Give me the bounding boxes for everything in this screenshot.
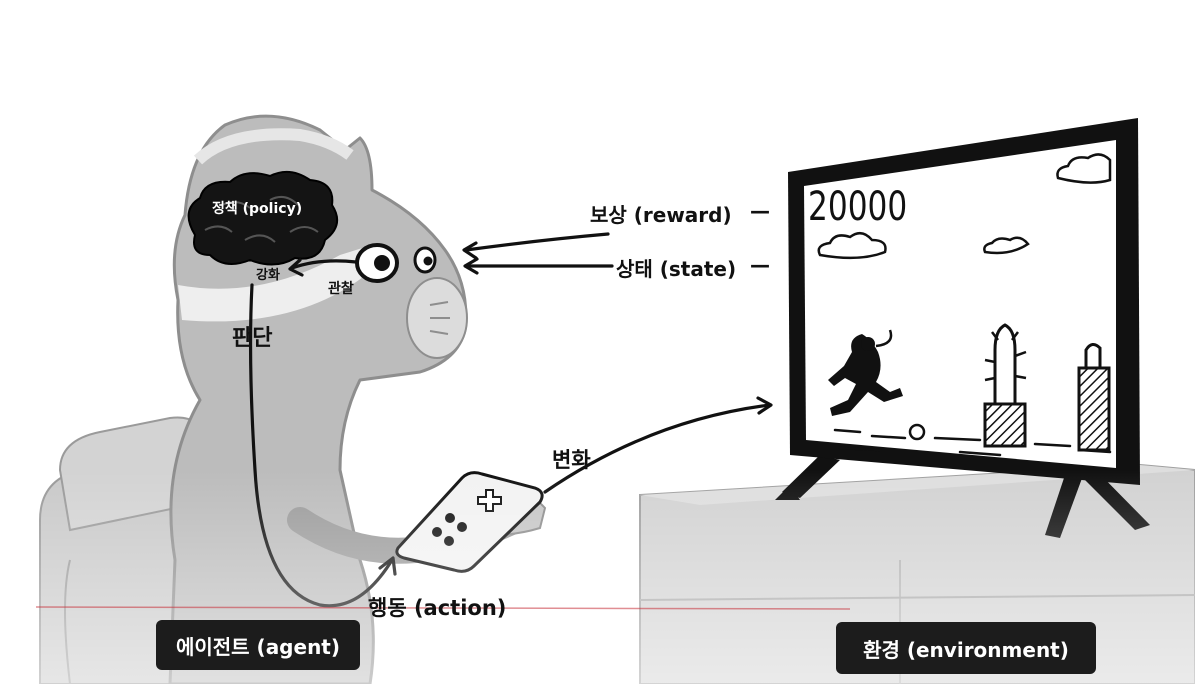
judge-label: 판단 [232,326,273,351]
cactus-obstacle [983,323,1027,448]
state-label: 상태 (state) [616,257,737,281]
observe-arrow [290,259,358,270]
eye [355,243,437,283]
reinforce-label: 강화 [256,268,280,283]
action-label: 행동 (action) [368,596,507,620]
environment-badge: 환경 (environment) [836,622,1096,674]
game-score: 20000 [808,184,908,230]
change-label: 변화 [552,448,591,472]
cookie-item [908,423,926,441]
reward-dash: — [750,199,770,223]
game-scene [817,153,1112,457]
reward-arrow [464,232,610,252]
mouse-runner [828,329,903,416]
brain [187,170,339,266]
observe-label: 관찰 [328,281,354,297]
agent-badge: 에이전트 (agent) [156,620,360,670]
cloud [817,153,1112,260]
progress-line [35,606,851,610]
cactus-obstacle-2 [1077,343,1111,452]
reward-label: 보상 (reward) [590,203,732,227]
policy-label: 정책 (policy) [212,201,303,217]
state-dash: — [750,253,770,277]
